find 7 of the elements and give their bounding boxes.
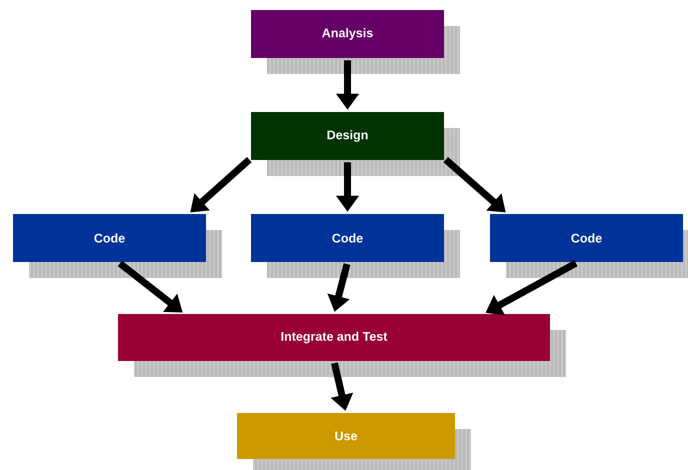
process-box: Code [490, 214, 688, 278]
process-box: Integrate and Test [118, 314, 566, 377]
process-box: Code [251, 214, 460, 278]
process-box: Analysis [251, 10, 460, 74]
process-box: Code [13, 214, 222, 278]
process-box: Use [237, 413, 471, 470]
process-box: Design [251, 112, 460, 176]
